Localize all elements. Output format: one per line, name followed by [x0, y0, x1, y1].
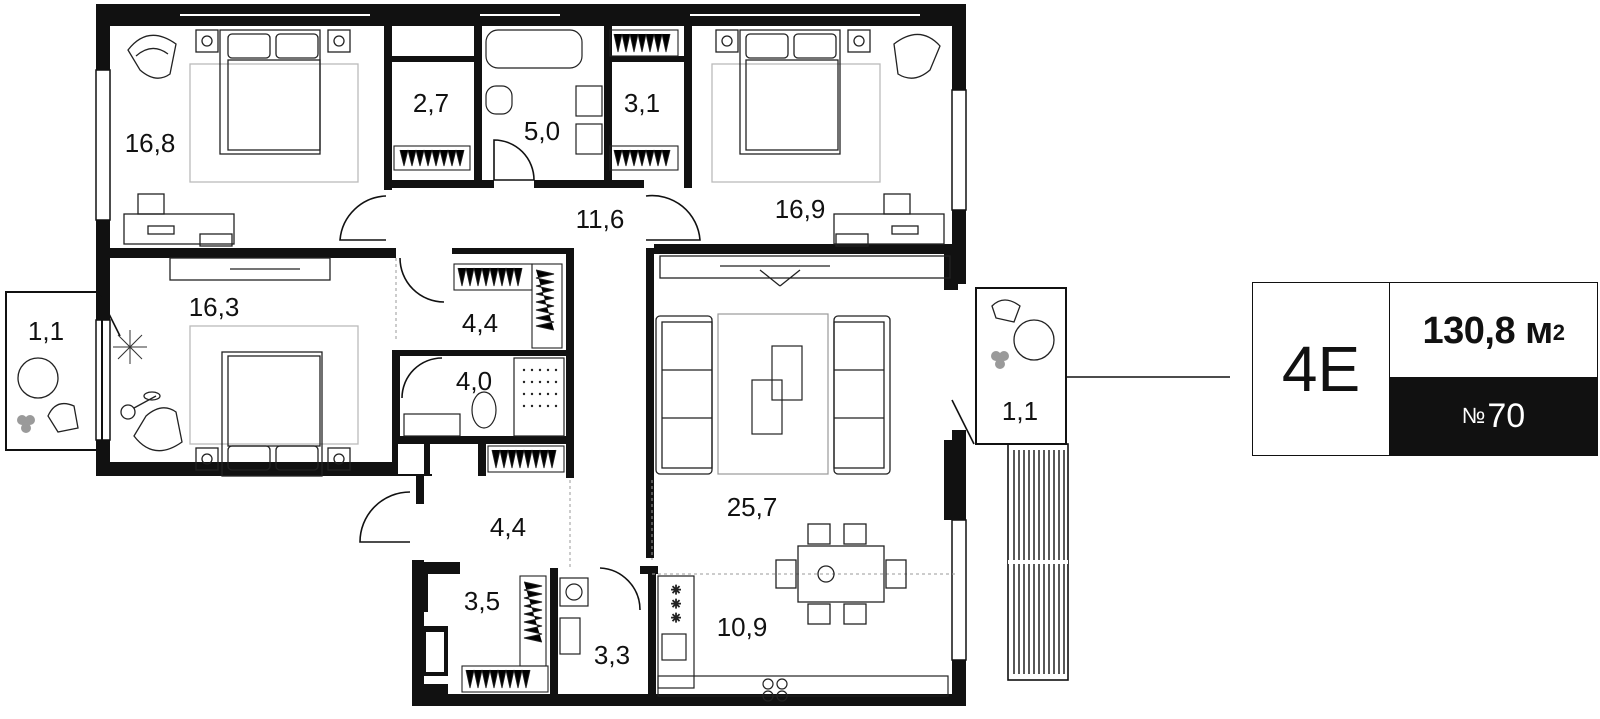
room-area-balcony-right: 1,1 [1002, 396, 1038, 426]
svg-text:✳: ✳ [671, 611, 681, 625]
ventilation-grille [1007, 443, 1069, 681]
armchair-top-right [893, 33, 941, 79]
area-unit-power: 2 [1552, 320, 1565, 345]
room-area-bathroom-center: 4,0 [456, 366, 492, 396]
number-value: 70 [1487, 396, 1526, 435]
room-area-labels: 16,8 2,7 5,0 3,1 16,9 11,6 16,3 1,1 4,4 … [28, 88, 1038, 670]
wardrobe-hatching [399, 33, 671, 689]
svg-text:✳: ✳ [671, 583, 681, 597]
apartment-type: 4E [1253, 283, 1390, 455]
kitchen-units: ✳ ✳ ✳ [657, 575, 949, 702]
room-area-bedroom-left: 16,3 [189, 292, 240, 322]
floor-plan: ✳ ✳ ✳ 16,8 2,7 5,0 3,1 16,9 11,6 16,3 1,… [5, 4, 1230, 706]
rug-and-coffee-table [717, 313, 829, 475]
room-area-bedroom-top-right: 16,9 [775, 194, 826, 224]
room-area-kitchen: 10,9 [717, 612, 768, 642]
total-area-value: 130,8 [1422, 309, 1516, 352]
balcony-door-marks [99, 295, 975, 445]
room-area-closet-top-right: 3,1 [624, 88, 660, 118]
bed-top-right [711, 29, 881, 183]
doors [339, 139, 701, 611]
tv-unit [659, 255, 951, 287]
room-area-closet-top: 2,7 [413, 88, 449, 118]
washing-machine [559, 577, 589, 655]
balcony-left-furniture [17, 357, 79, 433]
svg-text:✳: ✳ [671, 597, 681, 611]
partition-lines [395, 258, 958, 575]
room-area-living-room: 25,7 [727, 492, 778, 522]
room-area-balcony-left: 1,1 [28, 316, 64, 346]
bathroom-fixtures [403, 29, 603, 437]
desk-top-right [833, 193, 945, 247]
wall-cutouts [398, 444, 474, 672]
dining-table [775, 523, 907, 625]
desk-top-left [123, 193, 235, 247]
room-area-hallway-main: 11,6 [576, 204, 625, 234]
room-area-bedroom-top-left: 16,8 [125, 128, 176, 158]
left-windows [95, 69, 967, 661]
room-area-laundry-bottom: 3,3 [594, 640, 630, 670]
bed-top-left [189, 29, 359, 183]
sofas [655, 315, 891, 475]
room-area-hallway-entry: 4,4 [490, 512, 526, 542]
shower-dots [522, 368, 558, 408]
bed-left [120, 257, 359, 477]
balcony-right-furniture [991, 299, 1055, 361]
number-prefix: № [1461, 403, 1486, 428]
wardrobes [393, 29, 679, 693]
room-area-storage-bottom: 3,5 [464, 586, 500, 616]
balcony-left-outline [5, 291, 103, 451]
flower-icon [17, 351, 1009, 433]
room-area-bathroom-top: 5,0 [524, 116, 560, 146]
area-unit: м [1525, 309, 1553, 352]
armchair-top-left [127, 34, 177, 79]
plant-icon [113, 330, 147, 364]
room-area-wardrobe-center: 4,4 [462, 308, 498, 338]
